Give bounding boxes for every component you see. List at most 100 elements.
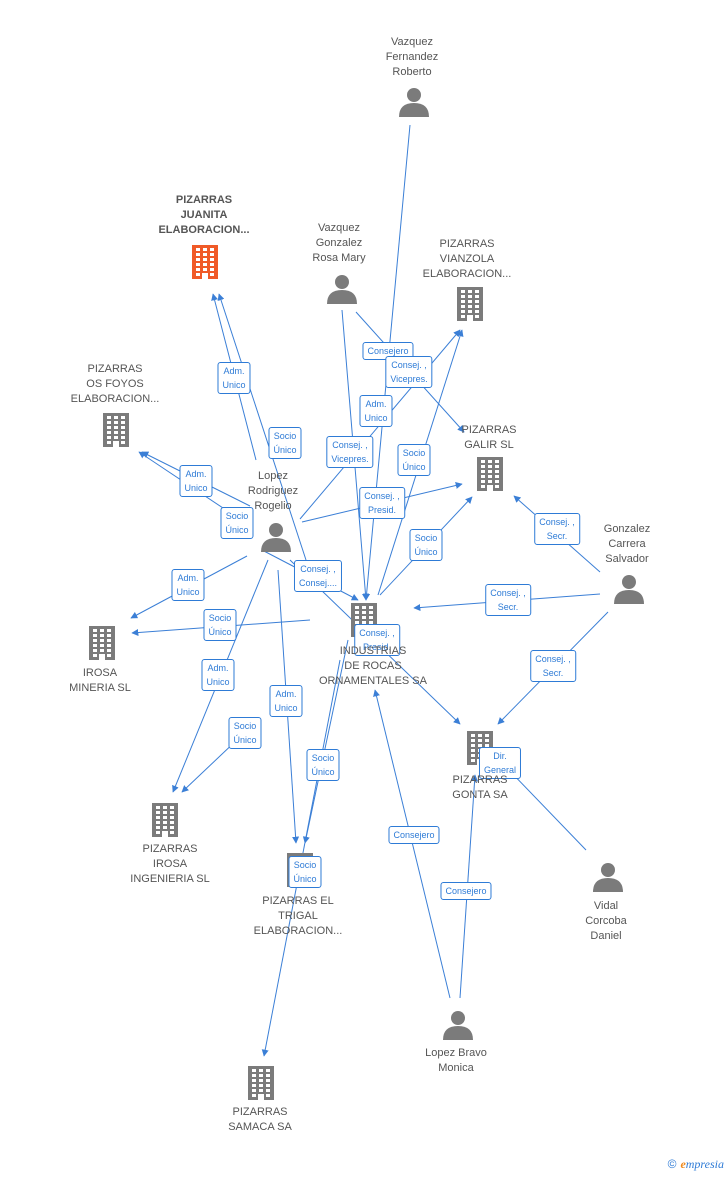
edge-label[interactable]: Adm. Unico	[269, 685, 303, 717]
edge-label-line: Unico	[364, 413, 388, 423]
edge-label[interactable]: Consej. ,Presid.	[359, 487, 405, 519]
node-label-line: Vazquez	[391, 36, 433, 48]
company-building-icon[interactable]	[457, 287, 483, 321]
company-building-icon[interactable]	[103, 413, 129, 447]
company-building-icon[interactable]	[248, 1066, 274, 1100]
copyright-symbol: ©	[667, 1157, 677, 1171]
node-label-irosa_ing[interactable]: PIZARRAS IROSA INGENIERIA SL	[130, 842, 209, 887]
edge-label[interactable]: Adm.Unico	[171, 569, 205, 601]
company-building-icon[interactable]	[89, 626, 115, 660]
edge-label[interactable]: Consejero	[388, 826, 440, 844]
node-label-line: Rosa Mary	[312, 252, 366, 264]
company-building-icon[interactable]	[477, 457, 503, 491]
edge-label[interactable]: Consej. , Secr.	[530, 650, 576, 682]
node-label-line: TRIGAL	[278, 910, 318, 922]
brand-name: mpresia	[685, 1157, 724, 1171]
edge-label[interactable]: Consej. ,Consej....	[293, 560, 343, 592]
person-icon[interactable]	[593, 863, 623, 892]
edge-label[interactable]: Consej. ,Secr.	[534, 513, 580, 545]
node-label-line: INGENIERIA SL	[130, 873, 210, 885]
person-icon[interactable]	[614, 575, 644, 604]
node-label-line: ELABORACION...	[422, 268, 512, 280]
node-label-line: ELABORACION...	[158, 224, 250, 236]
edge-label-line: Presid.	[367, 505, 396, 515]
person-icon[interactable]	[261, 523, 291, 552]
edge-label-line: Único	[402, 462, 426, 472]
edge-label[interactable]: Consej. ,Secr.	[485, 584, 531, 616]
edge-label[interactable]: Consej. ,Presid.	[354, 624, 400, 656]
node-label-line: PIZARRAS	[87, 363, 143, 375]
edge-label[interactable]: Consej. ,Vicepres.	[385, 356, 433, 388]
node-label-line: PIZARRAS	[461, 424, 517, 436]
edge-label-line: Socio	[414, 533, 438, 543]
edge-label-line: Consej. ,	[535, 654, 571, 664]
node-label-line: PIZARRAS	[142, 843, 198, 855]
edge-label-line: General	[483, 765, 517, 775]
node-label-line: Gonzalez	[603, 523, 651, 535]
node-label-line: SAMACA SA	[228, 1121, 292, 1133]
node-label-line: VIANZOLA	[439, 253, 495, 265]
edge-label[interactable]: Adm. Unico	[359, 395, 393, 427]
edge-label-line: Adm.	[177, 573, 199, 583]
edge-label-line: Adm.	[185, 469, 207, 479]
company-building-icon[interactable]	[152, 803, 178, 837]
node-label-line: IROSA	[152, 858, 188, 870]
node-label-line: PIZARRAS	[175, 194, 233, 206]
edge-label-line: Unico	[184, 483, 208, 493]
edge-label-line: Adm.	[365, 399, 387, 409]
brand-initial: e	[680, 1157, 686, 1171]
edge-label[interactable]: Adm.Unico	[217, 362, 251, 394]
node-label-line: Vazquez	[318, 222, 360, 234]
focus-company-building-icon[interactable]	[192, 245, 218, 279]
edge-label-line: Unico	[206, 677, 230, 687]
edge-label-line: Vicepres.	[390, 374, 428, 384]
person-icon[interactable]	[399, 88, 429, 117]
edge-label[interactable]: Consej. ,Vicepres.	[326, 436, 374, 468]
node-label-line: IROSA	[82, 667, 118, 679]
node-label-line: Vidal	[593, 900, 619, 912]
edge-label[interactable]: Adm. Unico	[201, 659, 235, 691]
node-label-line: Carrera	[608, 538, 646, 550]
edge-indurocas-trigal	[302, 639, 349, 844]
edge-label-line: Unico	[274, 703, 298, 713]
empresia-logo[interactable]: ©empresia	[668, 1157, 724, 1172]
edge-label-line: Adm.	[275, 689, 297, 699]
edge-label-line: Socio	[293, 860, 317, 870]
edge-label[interactable]: Consejero	[440, 882, 492, 900]
edge-label[interactable]: Adm. Unico	[179, 465, 213, 497]
edge-label-line: Único	[311, 767, 335, 777]
node-label-line: Daniel	[590, 930, 622, 942]
edge-label-line: Secr.	[542, 668, 564, 678]
person-icon[interactable]	[443, 1011, 473, 1040]
edge-label[interactable]: Dir.General	[478, 747, 522, 779]
edge-label-line: Adm.	[207, 663, 229, 673]
person-icon[interactable]	[327, 275, 357, 304]
edge-label-line: Unico	[222, 380, 246, 390]
node-label-line: Gonzalez	[315, 237, 363, 249]
edge-label-line: Consej. ,	[300, 564, 336, 574]
